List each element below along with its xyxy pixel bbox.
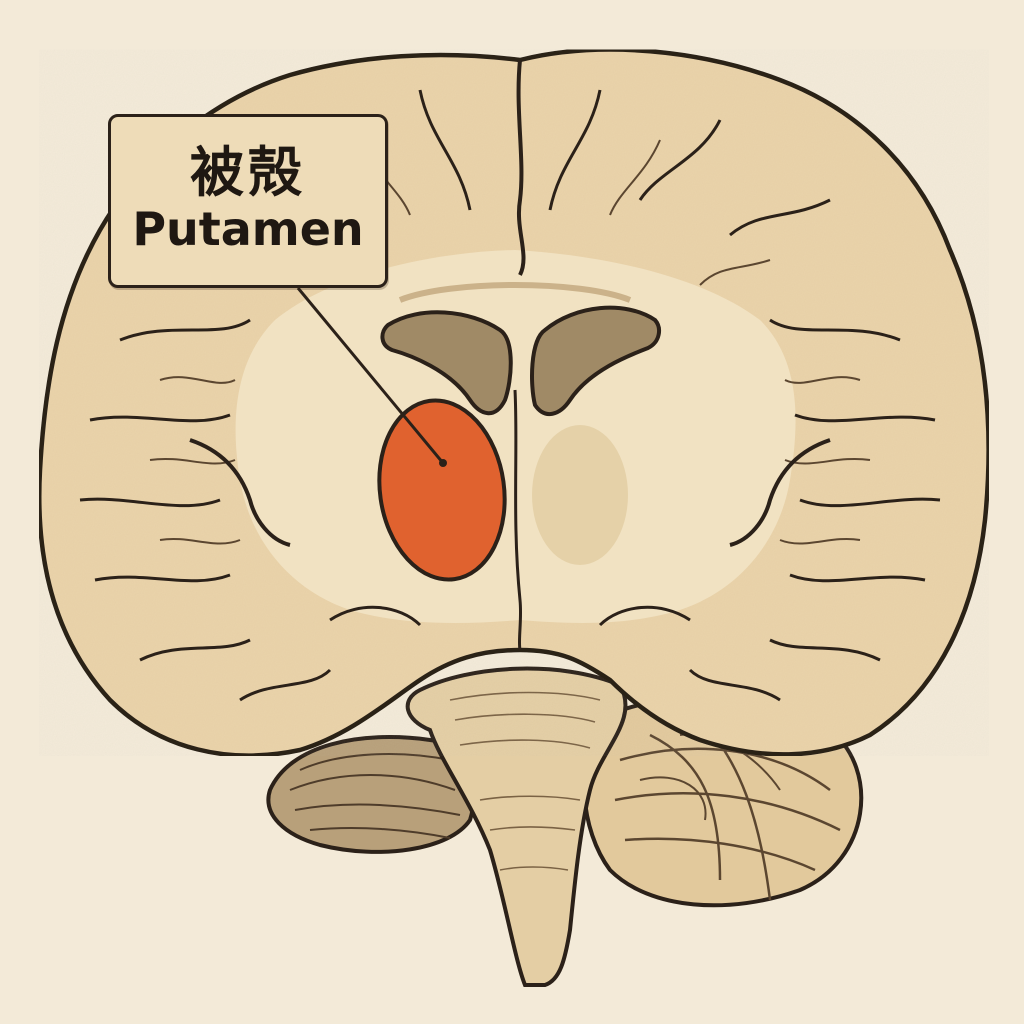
callout-leader-line	[296, 287, 445, 464]
leader-line-dot	[439, 459, 447, 467]
putamen-callout: 被殻 Putamen	[108, 114, 388, 288]
callout-label-english: Putamen	[132, 201, 364, 256]
lateral-ventricles	[380, 305, 662, 416]
temporal-lobe-lower	[266, 735, 476, 854]
putamen-highlight	[377, 398, 507, 582]
corpus-callosum	[398, 282, 632, 651]
right-basal-ganglia	[532, 425, 628, 565]
callout-label-japanese: 被殻	[190, 141, 306, 205]
